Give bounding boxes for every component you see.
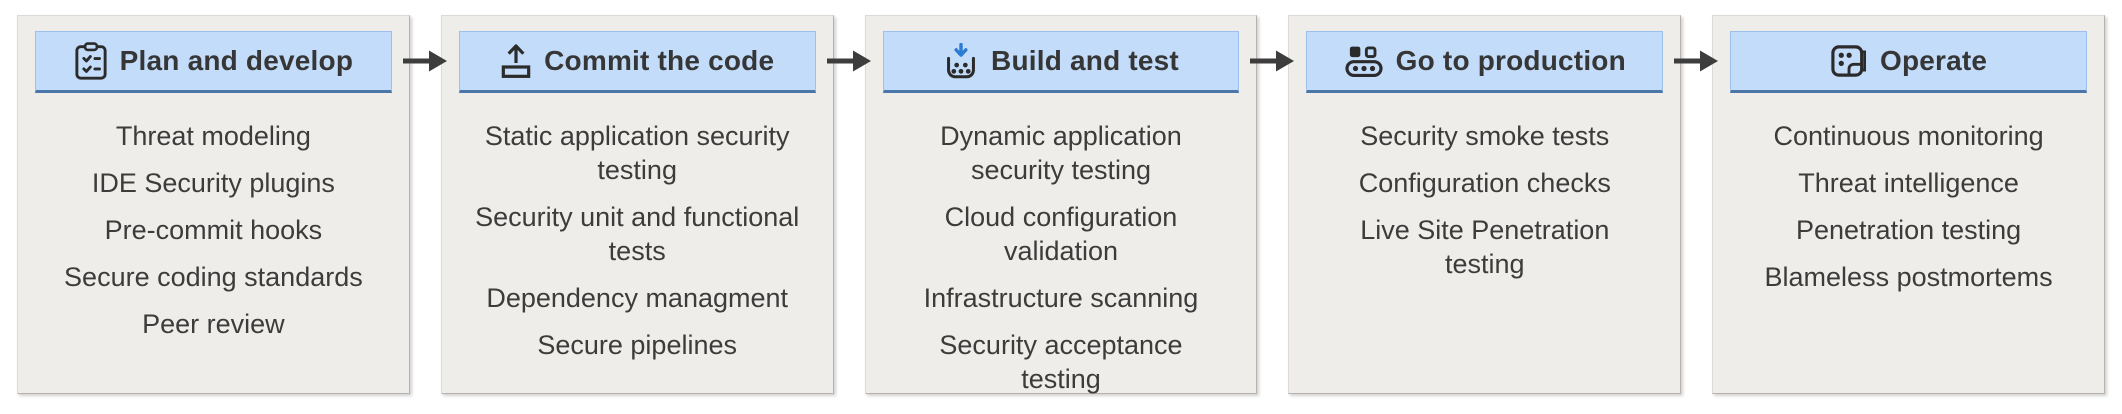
- stage-header-go-to-production: Go to production: [1306, 31, 1664, 93]
- flow-arrow-slot: [826, 15, 871, 394]
- stage-card-build-and-test: Build and test Dynamic application secur…: [864, 15, 1258, 396]
- stage-item: Live Site Penetration testing: [1360, 215, 1610, 279]
- flow-arrow-slot: [1674, 15, 1719, 394]
- conveyor-belt-icon: [1344, 44, 1384, 78]
- build-container-download-icon: [943, 42, 979, 80]
- upload-code-icon: [500, 43, 532, 79]
- stage-item: Configuration checks: [1358, 168, 1611, 198]
- flow-arrow-icon: [402, 50, 447, 72]
- flow-arrow-icon: [1674, 50, 1719, 72]
- stage-item: Security unit and functional tests: [475, 202, 800, 266]
- flow-arrow-slot: [1250, 15, 1295, 394]
- stage-title: Plan and develop: [119, 45, 354, 76]
- stage-item: Secure coding standards: [64, 262, 363, 292]
- stage-header-plan-and-develop: Plan and develop: [35, 31, 392, 93]
- stage-title: Build and test: [991, 45, 1179, 76]
- stage-item: Continuous monitoring: [1773, 121, 2044, 151]
- stage-item: Threat intelligence: [1798, 168, 2019, 198]
- stage-item: Threat modeling: [115, 121, 311, 151]
- stage-item: Penetration testing: [1796, 215, 2022, 245]
- stage-title: Operate: [1879, 45, 1988, 76]
- stage-title: Go to production: [1395, 45, 1626, 76]
- flow-arrow-icon: [826, 50, 871, 72]
- stage-item: Infrastructure scanning: [923, 283, 1199, 313]
- stage-item: IDE Security plugins: [91, 168, 335, 198]
- stage-item: Security acceptance testing: [939, 330, 1183, 394]
- stage-item: Blameless postmortems: [1764, 262, 2053, 292]
- stage-item: Secure pipelines: [537, 330, 737, 360]
- stage-header-build-and-test: Build and test: [882, 31, 1240, 93]
- stage-item: Static application security testing: [484, 121, 790, 185]
- stage-item: Security smoke tests: [1360, 121, 1610, 151]
- stage-header-commit-the-code: Commit the code: [458, 31, 816, 93]
- operate-board-icon: [1830, 44, 1868, 78]
- clipboard-checklist-icon: [74, 42, 108, 80]
- stage-item: Dependency managment: [486, 283, 789, 313]
- stage-item: Pre-commit hooks: [104, 215, 323, 245]
- stage-card-commit-the-code: Commit the code Static application secur…: [440, 15, 834, 394]
- flow-arrow-slot: [402, 15, 447, 394]
- stage-item: Cloud configuration validation: [944, 202, 1178, 266]
- flow-arrow-icon: [1250, 50, 1295, 72]
- stage-item: Dynamic application security testing: [940, 121, 1182, 185]
- stage-item: Peer review: [142, 309, 285, 339]
- stage-header-operate: Operate: [1730, 31, 2087, 93]
- stage-title: Commit the code: [544, 45, 775, 76]
